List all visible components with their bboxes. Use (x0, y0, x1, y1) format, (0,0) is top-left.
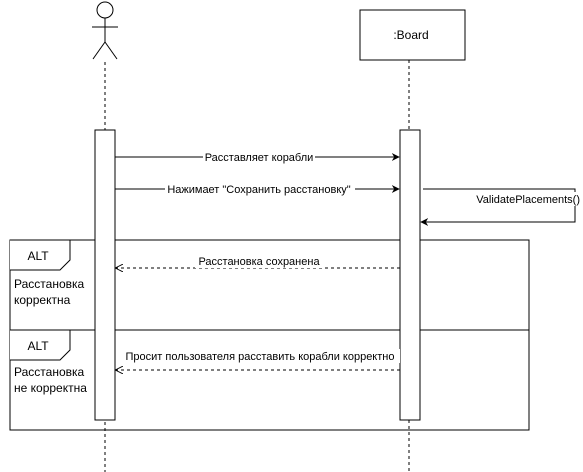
message-5-label-bg (120, 349, 400, 363)
message-5-label: Просит пользователя расставить корабли к… (126, 351, 395, 363)
message-5[interactable]: Просит пользователя расставить корабли к… (116, 349, 400, 370)
message-1-label-bg (203, 150, 315, 164)
fragment-1-operator: ALT (27, 249, 49, 263)
message-4-label-bg (195, 254, 323, 268)
message-2[interactable]: Нажимает "Сохранить расстановку" (115, 182, 400, 196)
participant-board[interactable]: :Board (359, 9, 466, 61)
participant-board-label: :Board (393, 28, 428, 42)
actor-left-leg (92, 41, 106, 60)
fragment-1-frame (9, 239, 530, 331)
message-1[interactable]: Расставляет корабли (115, 150, 400, 164)
message-2-label: Нажимает "Сохранить расстановку" (167, 184, 350, 196)
message-3-label-bg (466, 192, 578, 206)
fragment-2-guard-line-1: Расстановка (14, 365, 85, 379)
activation-board (399, 129, 421, 421)
actor-head (96, 1, 114, 19)
fragment-2-operator-tab (10, 329, 71, 361)
fragment-alt-2: ALT Расстановка не корректна (9, 329, 530, 431)
fragment-1-guard-line-2: корректна (14, 293, 71, 307)
fragment-2-frame (9, 329, 530, 431)
message-2-label-bg (165, 182, 355, 196)
fragment-2-guard-line-2: не корректна (14, 381, 87, 395)
fragment-1-guard-line-1: Расстановка (14, 277, 85, 291)
fragment-2-operator: ALT (27, 339, 49, 353)
fragment-1-operator-tab (10, 239, 71, 271)
participant-board-box (359, 9, 466, 61)
message-1-label: Расставляет корабли (205, 152, 314, 164)
message-3-self[interactable]: ValidatePlacements() (420, 188, 580, 226)
message-3-label: ValidatePlacements() (476, 194, 580, 206)
activation-user (94, 129, 116, 421)
fragment-alt-1: ALT Расстановка корректна (9, 239, 530, 331)
actor-right-leg (104, 41, 118, 60)
message-4[interactable]: Расстановка сохранена (116, 254, 400, 268)
message-4-label: Расстановка сохранена (198, 256, 320, 268)
actor-user[interactable] (92, 1, 118, 60)
